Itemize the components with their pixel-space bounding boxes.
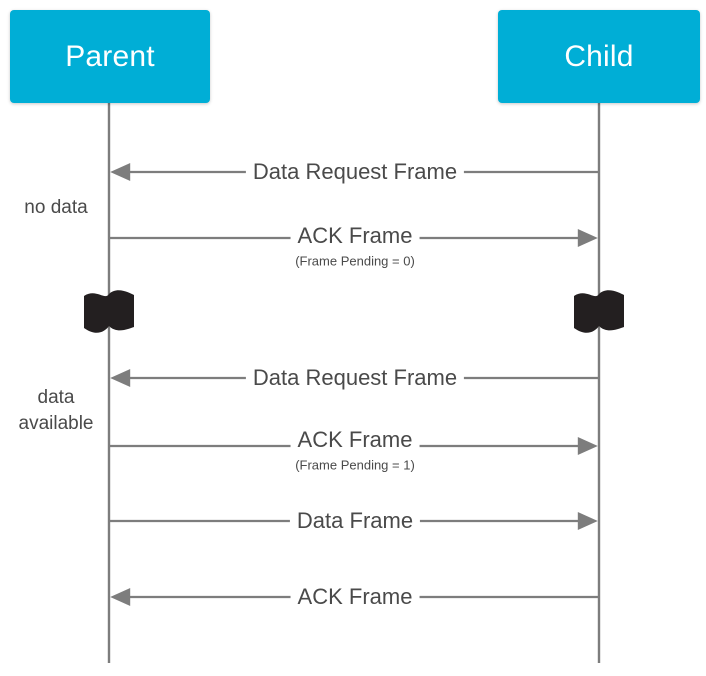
message-sublabel-1: (Frame Pending = 0) [290, 254, 420, 268]
arrowhead-3 [577, 437, 598, 455]
message-sublabel-3: (Frame Pending = 1) [290, 458, 420, 472]
participant-label-child: Child [564, 39, 634, 73]
arrowhead-1 [577, 229, 598, 247]
message-label-4: Data Frame [289, 510, 421, 532]
lifelines-group [107, 103, 601, 663]
arrowhead-0 [110, 163, 131, 181]
break-child-icon [574, 290, 624, 333]
arrowhead-5 [110, 588, 131, 606]
participant-box-parent[interactable]: Parent [10, 10, 210, 103]
message-label-5: ACK Frame [290, 586, 420, 608]
participant-label-parent: Parent [65, 39, 155, 73]
break-parent-icon [84, 290, 134, 333]
message-label-1: ACK Frame [290, 225, 420, 247]
message-label-3: ACK Frame [290, 429, 420, 451]
message-label-0: Data Request Frame [245, 161, 465, 183]
message-label-2: Data Request Frame [245, 367, 465, 389]
break-symbols-group [84, 290, 624, 333]
side-note-data-available: data available [18, 386, 94, 434]
arrowhead-2 [110, 369, 131, 387]
participant-box-child[interactable]: Child [498, 10, 700, 103]
arrowhead-4 [577, 512, 598, 530]
side-note-no-data: no data [24, 196, 88, 218]
